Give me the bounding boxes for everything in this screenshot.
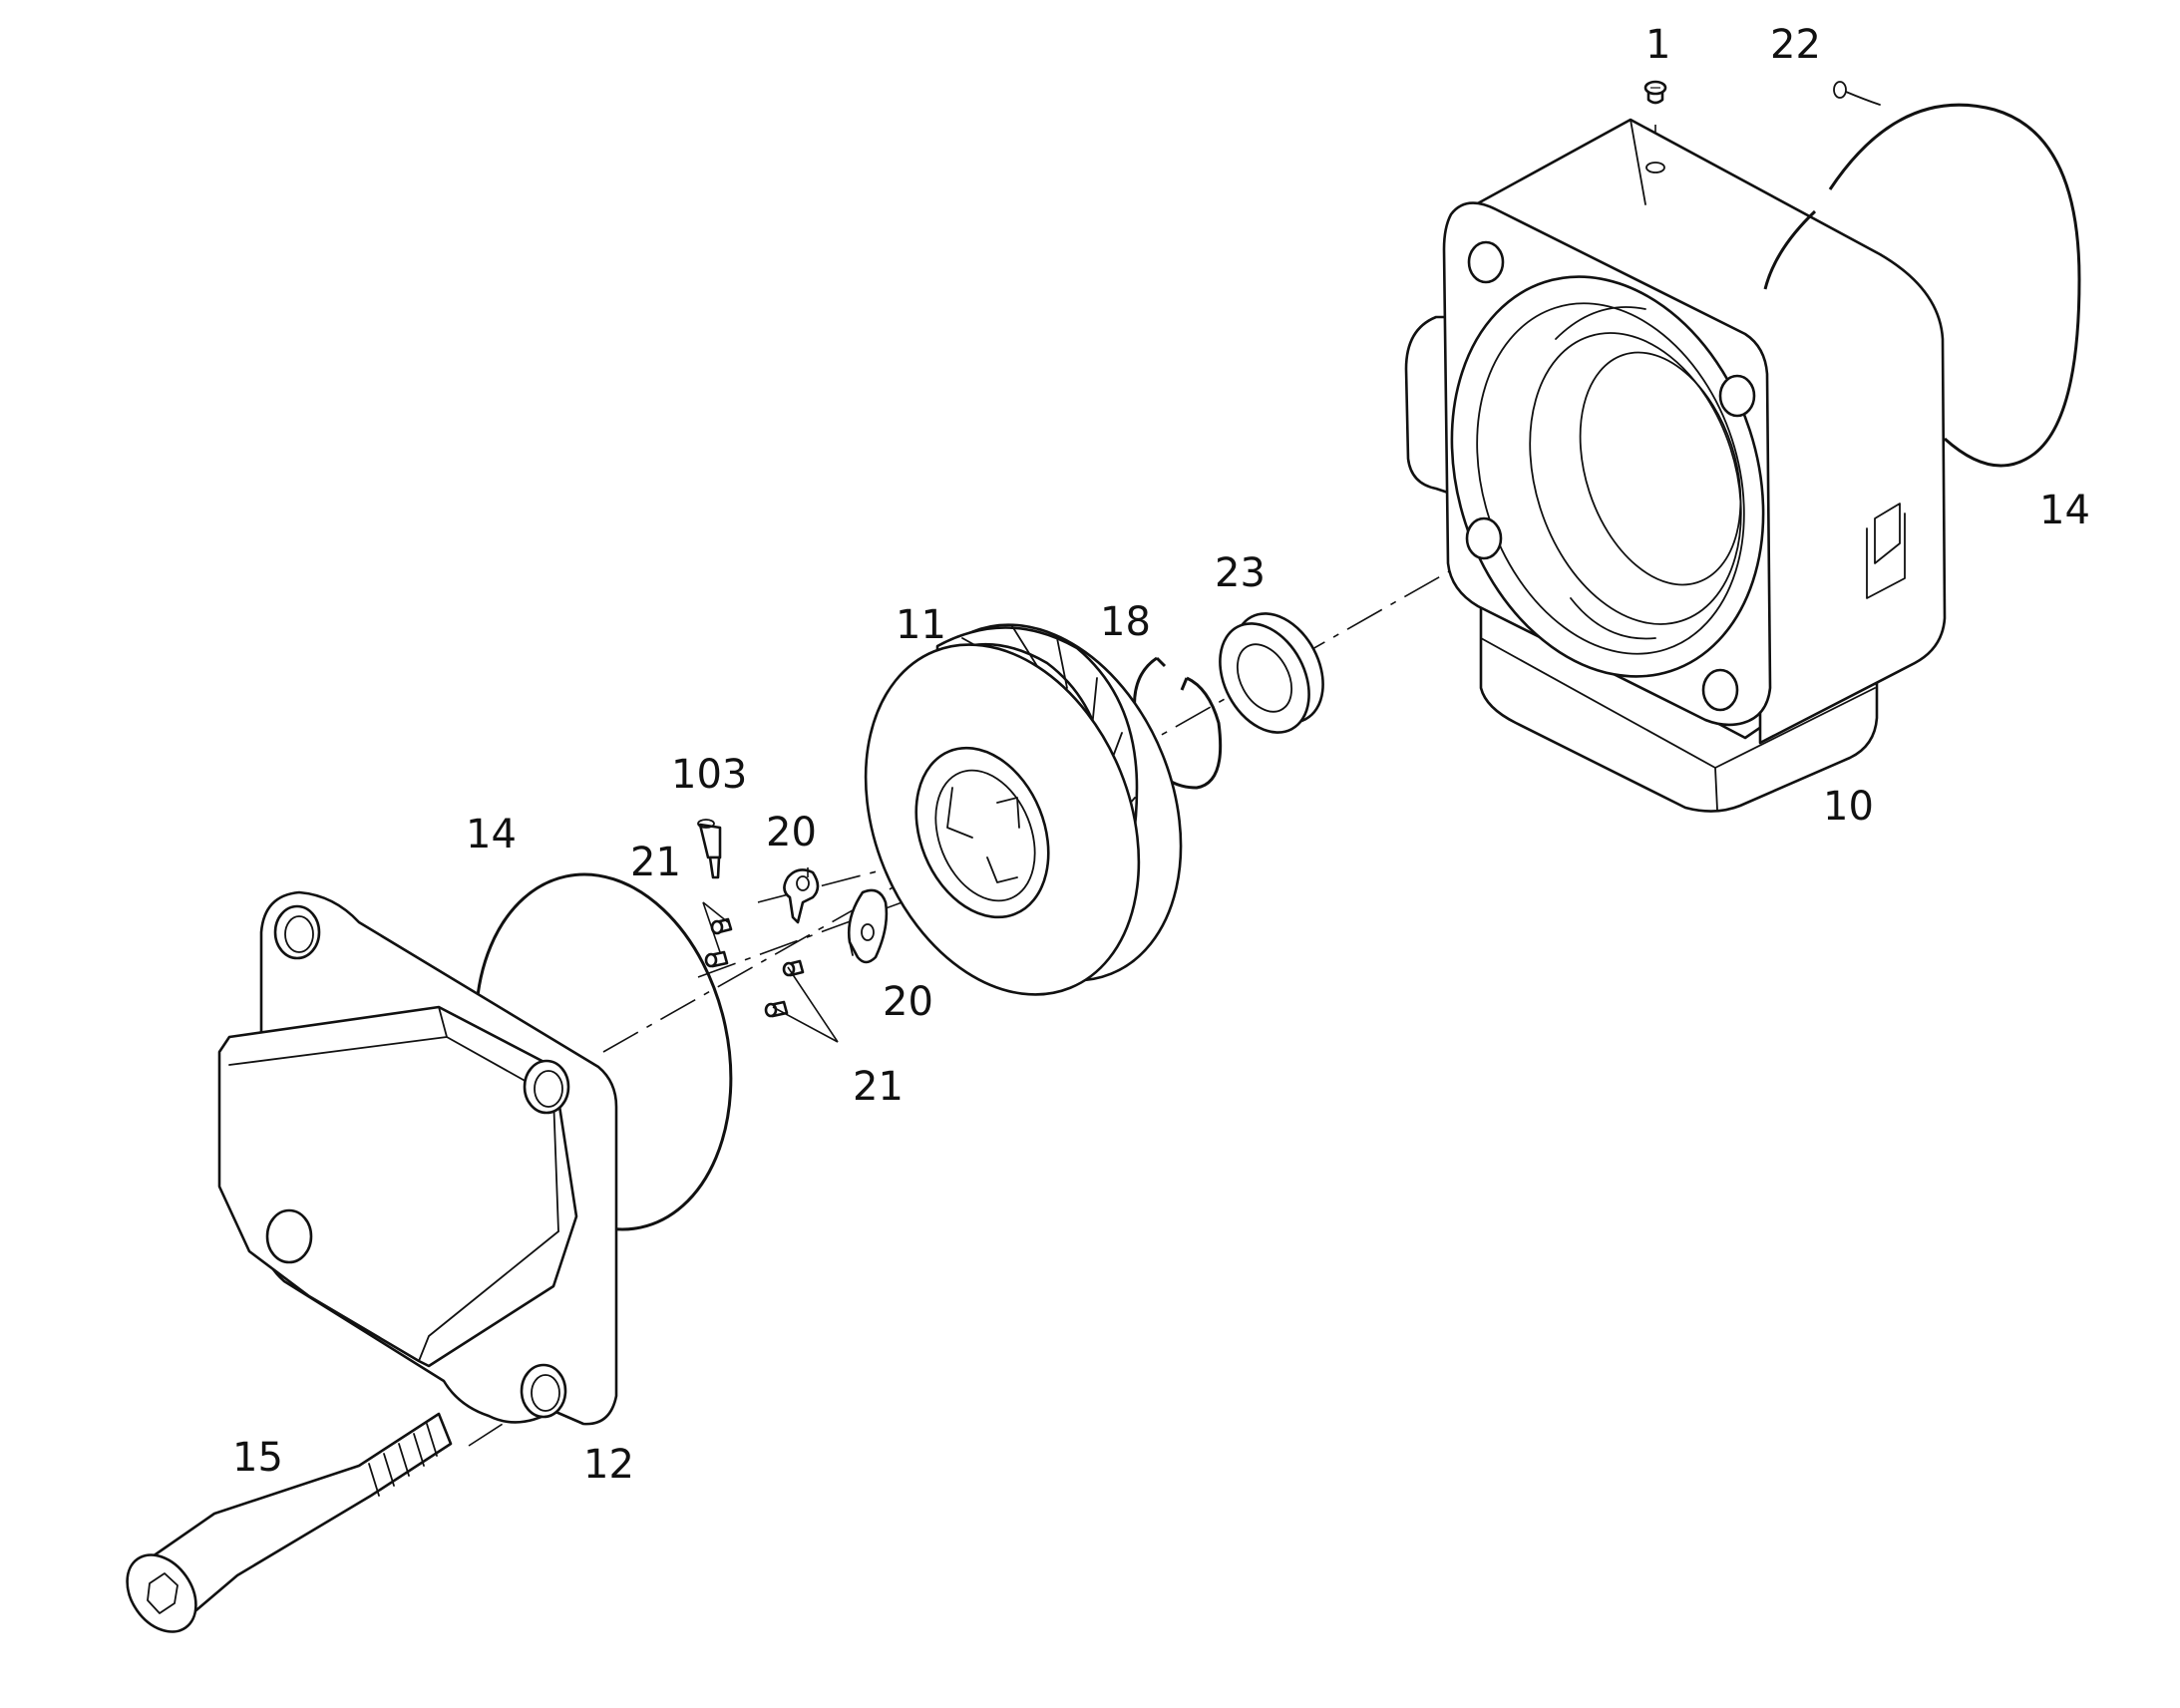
seal-ring-part-23 [1219,612,1324,734]
clip-part-20-bottom [848,888,889,964]
callout-21-top: 21 [630,840,681,885]
adhesive-tube-part-103 [697,819,722,879]
cover-part-12 [217,890,618,1426]
o-ring-part-14-right [1763,103,2081,468]
o-ring-part-22 [1833,81,1881,106]
callout-20-top: 20 [766,810,817,855]
callout-14-right: 14 [2039,488,2090,533]
screw-part-21-c [782,959,805,977]
bolt-part-15 [126,1412,453,1633]
callout-11: 11 [896,602,946,648]
callout-14-left: 14 [466,812,517,857]
callout-21-bottom: 21 [853,1064,904,1110]
plug-part-1 [1643,80,1667,105]
impeller-part-11 [864,623,1183,996]
screw-part-21-b [704,950,729,968]
housing-part-10 [1404,118,1947,813]
callout-20-bottom: 20 [883,979,933,1025]
callout-15: 15 [232,1435,283,1481]
callout-12: 12 [583,1442,634,1488]
callout-10: 10 [1823,784,1874,830]
callout-103: 103 [671,752,747,798]
clip-part-20-top [783,868,820,924]
callout-23: 23 [1215,550,1266,596]
retaining-ring-part-18 [1133,656,1223,790]
leader-lines [702,867,839,1043]
callout-18: 18 [1100,599,1151,645]
callout-labels: 1 22 14 23 11 18 10 103 14 21 20 20 21 1… [232,22,2090,1488]
callout-1: 1 [1645,22,1670,68]
callout-22: 22 [1770,22,1821,68]
